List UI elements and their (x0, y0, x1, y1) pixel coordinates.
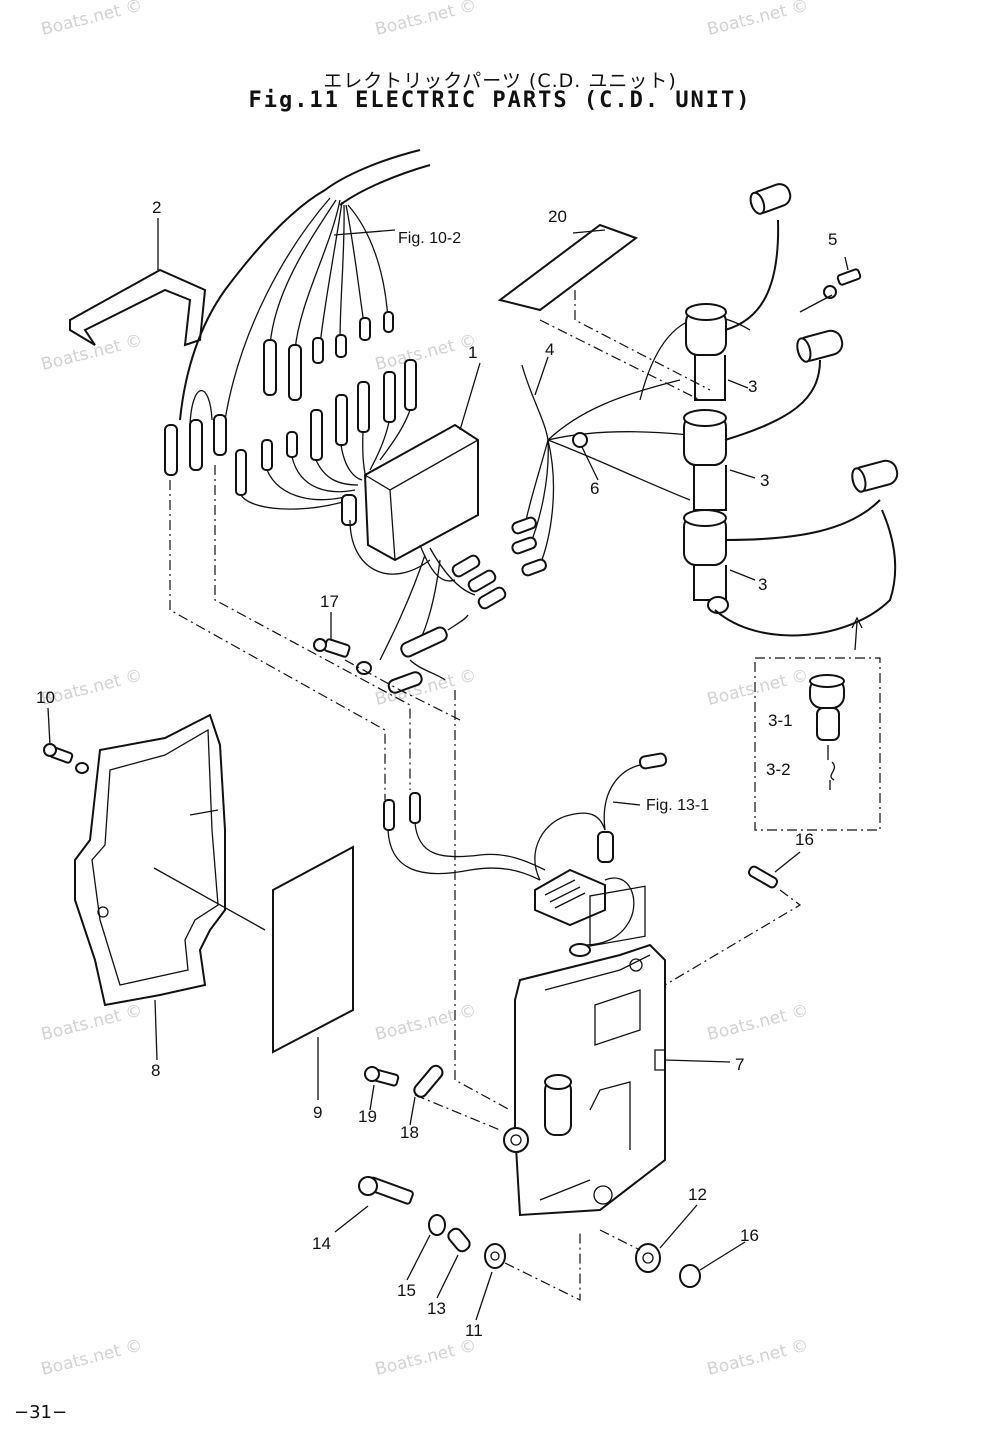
main-harness-drawing (164, 149, 431, 476)
ref-fig-13-1: Fig. 13-1 (646, 797, 709, 814)
callout-13: 13 (427, 1299, 446, 1318)
assembly-centerlines (169, 290, 711, 1111)
cover-part-8 (74, 713, 266, 1007)
screw-part-10 (43, 743, 89, 774)
diagram-title-japanese: エレクトリックパーツ (C.D. ユニット) (323, 70, 677, 92)
callout-14: 14 (312, 1234, 331, 1253)
bolt-part-17 (313, 638, 372, 675)
callout-2: 2 (152, 198, 161, 217)
plug-cap-detail-box (754, 616, 881, 831)
callout-20: 20 (548, 207, 567, 226)
bolt-part-19-and-sleeve-part-18 (364, 1064, 501, 1131)
callout-15: 15 (397, 1281, 416, 1300)
insulation-sheet-part-9 (272, 845, 354, 1054)
callout-6: 6 (590, 479, 599, 498)
callout-18: 18 (400, 1123, 419, 1142)
callout-3-2: 3-2 (766, 760, 791, 779)
callout-16-lower: 16 (740, 1226, 759, 1245)
bracket-part-2 (69, 268, 207, 347)
callout-9: 9 (313, 1103, 322, 1122)
fastener-part-16-upper (664, 865, 802, 986)
grommet-part-12-and-washer-part-16 (599, 1229, 701, 1288)
callout-5: 5 (828, 230, 837, 249)
rectifier-assembly (383, 752, 668, 957)
callout-19: 19 (358, 1107, 377, 1126)
ignition-coils-part-3 (511, 183, 899, 637)
callout-10: 10 (36, 688, 55, 707)
callout-3-upper: 3 (748, 377, 757, 396)
callout-16-upper: 16 (795, 830, 814, 849)
callout-1: 1 (468, 343, 477, 362)
callout-3-1: 3-1 (768, 711, 793, 730)
cd-unit-part-1 (235, 359, 507, 694)
label-sheet-part-20 (497, 223, 639, 312)
callout-8: 8 (151, 1061, 160, 1080)
callout-7: 7 (735, 1055, 744, 1074)
callout-leaders (47, 218, 849, 1321)
callout-17: 17 (320, 592, 339, 611)
ref-fig-10-2: Fig. 10-2 (398, 230, 461, 247)
callout-12: 12 (688, 1185, 707, 1204)
callout-3-lower: 3 (758, 575, 767, 594)
cd-unit-bracket-part-7 (503, 885, 666, 1217)
callout-4: 4 (545, 340, 554, 359)
mounting-hardware-lower (358, 1176, 581, 1301)
diagram-title: Fig.11 ELECTRIC PARTS (C.D. UNIT) (248, 88, 752, 113)
callout-11: 11 (465, 1321, 483, 1340)
callout-3-middle: 3 (760, 471, 769, 490)
page-number: −31− (14, 1402, 68, 1423)
